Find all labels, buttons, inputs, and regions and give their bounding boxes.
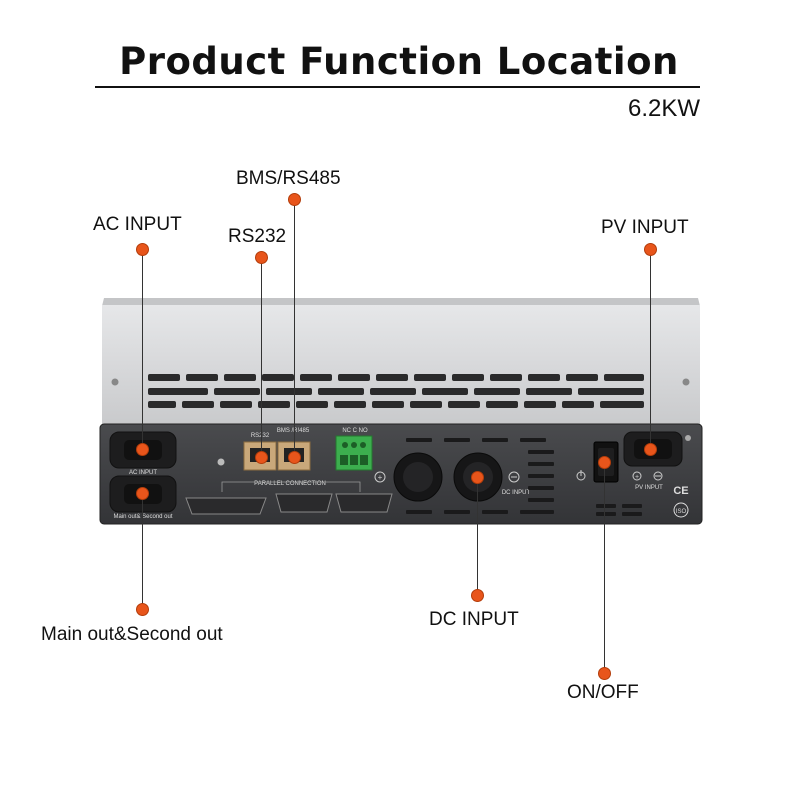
svg-text:NC C NO: NC C NO bbox=[342, 428, 368, 434]
parallel-connection-ports: PARALLEL CONNECTION bbox=[185, 481, 393, 515]
svg-text:BMS /R!485: BMS /R!485 bbox=[277, 428, 310, 434]
svg-text:PARALLEL CONNECTION: PARALLEL CONNECTION bbox=[254, 481, 326, 487]
callout-ac-input: AC INPUT bbox=[93, 214, 182, 235]
dot-dc-input-bottom bbox=[471, 589, 484, 602]
dot-main-out-bottom bbox=[136, 603, 149, 616]
svg-text:+: + bbox=[635, 474, 639, 481]
vent-slots-lower bbox=[148, 401, 644, 408]
svg-text:AC INPUT: AC INPUT bbox=[129, 470, 157, 476]
vent-slots-middle bbox=[148, 388, 644, 395]
dot-ac-input-top bbox=[136, 243, 149, 256]
dry-contact-terminal: NC C NO bbox=[335, 428, 373, 471]
iso-mark: ISO bbox=[673, 502, 689, 518]
callout-bms-rs485: BMS/RS485 bbox=[236, 168, 341, 189]
leader-on-off bbox=[604, 462, 605, 674]
power-symbol-icon bbox=[576, 470, 586, 481]
dot-on-off-bottom bbox=[598, 667, 611, 680]
svg-text:PV INPUT: PV INPUT bbox=[635, 485, 663, 491]
dot-main-out-port bbox=[136, 487, 149, 500]
callout-rs232: RS232 bbox=[228, 226, 287, 247]
dot-rs232-top bbox=[255, 251, 268, 264]
leader-rs232 bbox=[261, 258, 262, 458]
ce-mark: CE bbox=[673, 485, 688, 497]
title-underline bbox=[95, 86, 700, 88]
dot-dc-input-port bbox=[471, 471, 484, 484]
svg-text:DC INPUT: DC INPUT bbox=[502, 490, 531, 496]
callout-main-second-out: Main out&Second out bbox=[41, 624, 223, 645]
dot-on-off-switch bbox=[598, 456, 611, 469]
callout-dc-input: DC INPUT bbox=[429, 609, 519, 630]
page-title: Product Function Location bbox=[119, 40, 679, 83]
leader-ac-input bbox=[142, 250, 143, 450]
dot-ac-input-port bbox=[136, 443, 149, 456]
leader-dc-input bbox=[477, 478, 478, 596]
leader-bms-rs485 bbox=[294, 200, 295, 458]
dc-input-terminals: DC INPUT bbox=[393, 452, 531, 502]
dot-rs232-port bbox=[255, 451, 268, 464]
dot-pv-input-port bbox=[644, 443, 657, 456]
svg-text:ISO: ISO bbox=[676, 509, 687, 515]
leader-pv-input bbox=[650, 250, 651, 450]
svg-text:Main out& Second out: Main out& Second out bbox=[113, 514, 172, 520]
leader-main-second-out bbox=[142, 494, 143, 610]
svg-text:+: + bbox=[378, 473, 383, 482]
svg-text:RS232: RS232 bbox=[251, 433, 270, 439]
dot-bms-rs485-top bbox=[288, 193, 301, 206]
callout-on-off: ON/OFF bbox=[567, 682, 639, 703]
dot-bms-rs485-port bbox=[288, 451, 301, 464]
vent-slots-upper bbox=[148, 374, 644, 381]
model-label: 6.2KW bbox=[627, 95, 700, 122]
dot-pv-input-top bbox=[644, 243, 657, 256]
panel-vents bbox=[406, 438, 642, 516]
callout-pv-input: PV INPUT bbox=[601, 217, 689, 238]
